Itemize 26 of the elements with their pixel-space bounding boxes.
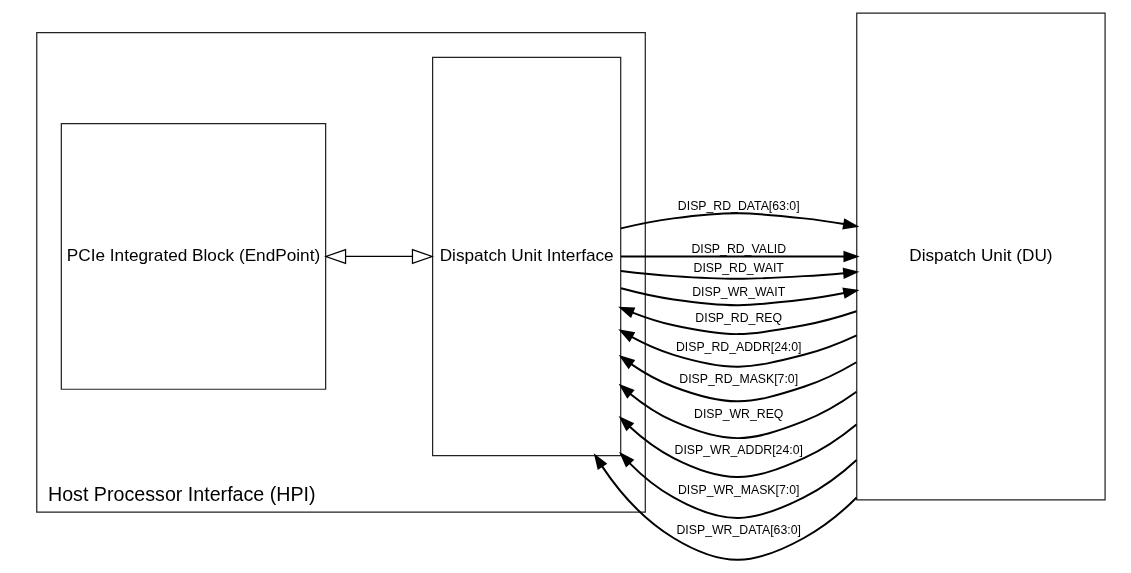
arrow — [619, 267, 859, 280]
arrow — [618, 451, 858, 519]
edge-label: DISP_WR_DATA[63:0] — [676, 523, 801, 538]
arrow — [619, 287, 859, 307]
edge-label: DISP_WR_ADDR[24:0] — [674, 443, 803, 458]
node-box: Dispatch Unit (DU) — [855, 12, 1106, 501]
edge-label: DISP_RD_VALID — [690, 241, 786, 256]
edge-label: DISP_RD_MASK[7:0] — [678, 372, 798, 387]
edge-label: DISP_RD_DATA[63:0] — [677, 198, 800, 213]
node-box: Dispatch Unit Interface — [431, 56, 621, 457]
edge-label: DISP_WR_WAIT — [691, 284, 785, 299]
node-box: PCIe Integrated Block (EndPoint) — [60, 123, 326, 390]
arrow — [617, 329, 858, 368]
arrow — [619, 212, 859, 230]
arrow — [617, 306, 858, 336]
edge-label: DISP_WR_REQ — [693, 406, 783, 421]
edge-label: DISP_RD_REQ — [694, 310, 782, 325]
arrow — [618, 355, 857, 403]
arrow — [618, 383, 858, 440]
arrow — [323, 248, 434, 265]
edge-label: DISP_WR_MASK[7:0] — [677, 482, 799, 497]
arrow — [618, 415, 857, 478]
arrow — [619, 250, 860, 263]
edge-label: DISP_RD_WAIT — [693, 261, 784, 276]
arrow — [593, 453, 858, 561]
edge-label: DISP_RD_ADDR[24:0] — [675, 340, 802, 355]
